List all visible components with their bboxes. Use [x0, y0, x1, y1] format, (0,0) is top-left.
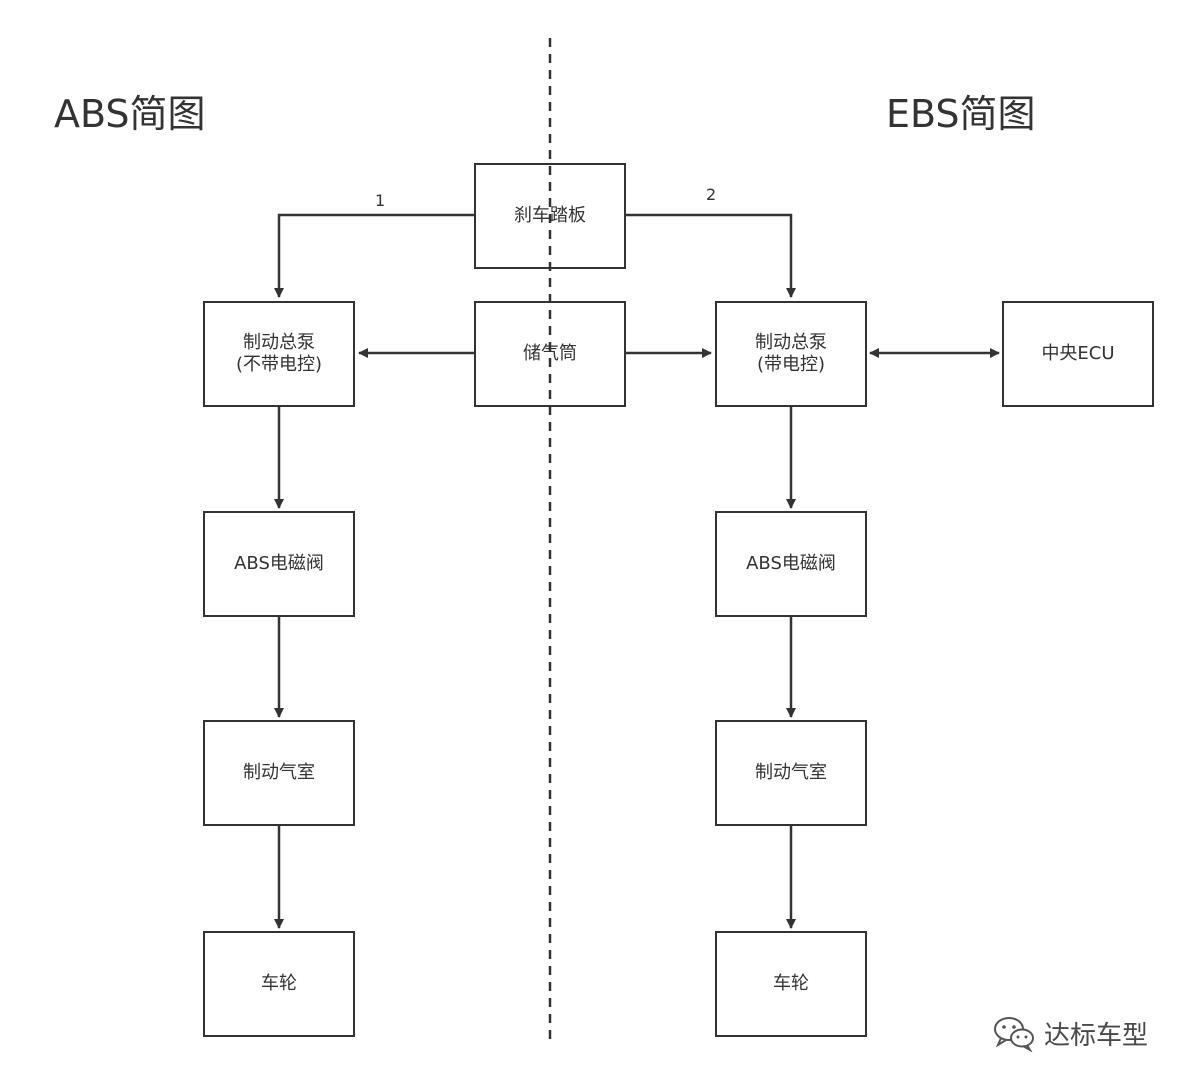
- ebs-master-valve-node: 制动总泵 (带电控): [715, 301, 867, 407]
- abs-master-valve-node: 制动总泵 (不带电控): [203, 301, 355, 407]
- watermark: 达标车型: [992, 1014, 1148, 1052]
- watermark-text: 达标车型: [1044, 1020, 1149, 1051]
- edge-pedal-to-abs-master: [274, 213, 475, 298]
- ebs-diagram-title: EBS简图: [886, 92, 1036, 136]
- abs-diagram-title: ABS简图: [54, 92, 206, 136]
- wheel-label-right: 车轮: [773, 973, 809, 994]
- wheel-node-right: 车轮: [715, 931, 867, 1037]
- abs-master-valve-label: 制动总泵: [242, 332, 315, 353]
- edge-label-2: 2: [706, 185, 717, 204]
- brake-chamber-label-right: 制动气室: [755, 762, 827, 783]
- abs-master-valve-sublabel: (不带电控): [235, 354, 323, 375]
- abs-solenoid-label-right: ABS电磁阀: [746, 553, 836, 574]
- abs-solenoid-node-right: ABS电磁阀: [715, 511, 867, 617]
- wheel-node-left: 车轮: [203, 931, 355, 1037]
- edge-pedal-to-ebs-master: [626, 213, 796, 298]
- brake-chamber-label-left: 制动气室: [243, 762, 315, 783]
- edge-label-1: 1: [375, 191, 386, 210]
- ebs-master-valve-label: 制动总泵: [755, 332, 827, 353]
- abs-solenoid-node-left: ABS电磁阀: [203, 511, 355, 617]
- brake-chamber-node-right: 制动气室: [715, 720, 867, 826]
- central-ecu-label: 中央ECU: [1041, 343, 1115, 364]
- wechat-icon: [994, 1017, 1034, 1052]
- wheel-label-left: 车轮: [261, 973, 297, 994]
- brake-chamber-node-left: 制动气室: [203, 720, 355, 826]
- ebs-master-valve-sublabel: (带电控): [756, 354, 826, 375]
- central-ecu-node: 中央ECU: [1002, 301, 1154, 407]
- abs-solenoid-label-left: ABS电磁阀: [234, 553, 324, 574]
- air-tank-label: 储气筒: [523, 343, 577, 364]
